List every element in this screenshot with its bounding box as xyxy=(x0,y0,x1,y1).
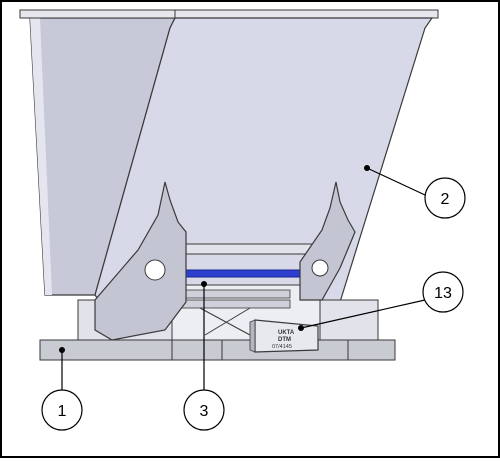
hopper-top-rim xyxy=(19,9,439,19)
cradle-bar-upper xyxy=(179,289,291,299)
callout-2: 2 xyxy=(424,177,466,219)
side-plate-left xyxy=(94,181,187,341)
callout-1-label: 1 xyxy=(58,403,67,420)
hopper-back-edge xyxy=(30,18,52,295)
right-pivot-hole xyxy=(311,259,329,277)
cradle-strut-2 xyxy=(204,307,251,336)
callout-3-label: 3 xyxy=(200,403,209,420)
leader-13 xyxy=(300,299,426,329)
callout-3: 3 xyxy=(183,389,225,431)
leader-2 xyxy=(366,167,426,196)
cradle-strut-1 xyxy=(199,307,251,336)
cradle-bar-lower xyxy=(179,299,291,309)
leader-1-dot xyxy=(59,347,65,353)
leader-2-dot xyxy=(364,165,370,171)
callout-2-label: 2 xyxy=(441,191,450,208)
callout-13-label: 13 xyxy=(434,285,452,302)
name-plate: UKTA DTM 07/4145 xyxy=(249,319,319,353)
leader-3-dot xyxy=(201,281,207,287)
leader-13-dot xyxy=(298,325,304,331)
callout-1: 1 xyxy=(41,389,83,431)
left-pivot-hole xyxy=(144,259,166,281)
nameplate-line1: UKTA xyxy=(278,330,295,336)
base-frame xyxy=(39,339,396,361)
callout-13: 13 xyxy=(422,271,464,313)
nameplate-line2: DTM xyxy=(278,337,291,343)
nameplate-line3: 07/4145 xyxy=(272,344,292,350)
